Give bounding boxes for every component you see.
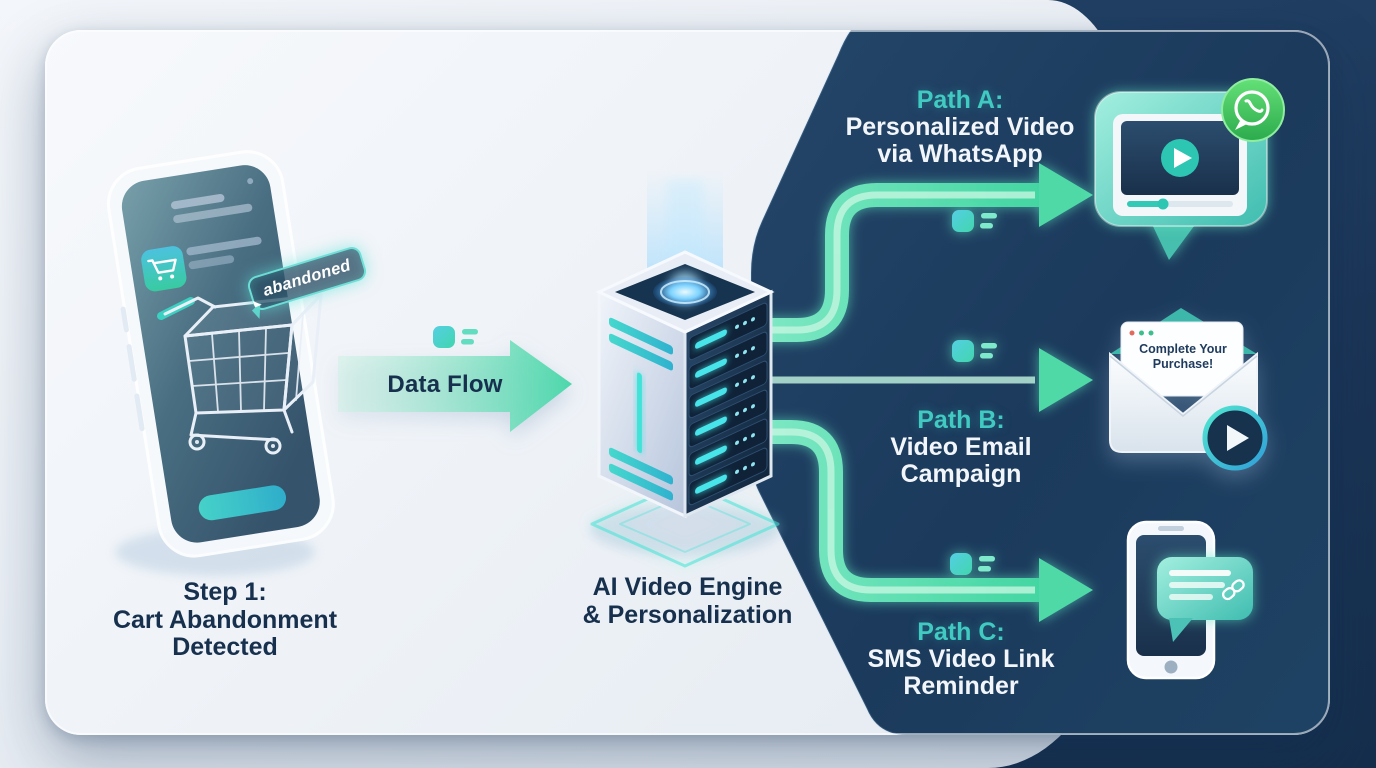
engine-line1: AI Video Engine — [592, 573, 783, 601]
sms-phone-icon — [1126, 520, 1253, 680]
phone-cart-icon — [106, 150, 335, 558]
path-a-label: Path A: Personalized Video via WhatsApp — [830, 87, 1090, 168]
whatsapp-video-icon — [1094, 78, 1285, 260]
play-button-icon — [1202, 405, 1268, 471]
cursor-icon — [248, 300, 262, 314]
path-c-line1: SMS Video Link — [867, 645, 1055, 673]
path-c-label: Path C: SMS Video Link Reminder — [831, 619, 1091, 700]
engine-line2: & Personalization — [582, 600, 793, 629]
step1-line3: Detected — [172, 633, 278, 661]
path-a-line1: Personalized Video — [845, 113, 1075, 141]
data-packet-icon — [952, 340, 997, 362]
diagram-card: Step 1: Cart Abandonment Detected abando… — [45, 30, 1330, 735]
email-note: Complete Your Purchase! — [1123, 342, 1243, 371]
path-b-line2: Campaign — [900, 460, 1022, 488]
data-flow-arrow — [338, 340, 572, 432]
whatsapp-logo-icon — [1221, 78, 1285, 142]
step1-line2: Cart Abandonment — [112, 605, 338, 634]
cart-app-tile-icon — [141, 246, 187, 292]
path-b-arrowhead — [1039, 348, 1093, 412]
path-c-title: Path C: — [917, 618, 1005, 646]
chat-bubble-icon — [1157, 557, 1253, 642]
path-c-line2: Reminder — [903, 672, 1019, 700]
engine-label: AI Video Engine & Personalization — [525, 573, 850, 629]
link-icon — [1221, 579, 1245, 601]
path-b-title: Path B: — [917, 406, 1005, 434]
data-packet-icon — [952, 210, 997, 232]
path-b-line1: Video Email — [890, 433, 1032, 461]
video-email-icon — [1109, 308, 1268, 471]
path-a-title: Path A: — [916, 86, 1004, 114]
screen-pill-button — [198, 485, 287, 521]
ai-server-icon — [590, 170, 780, 568]
camera-dot-icon — [247, 178, 254, 185]
path-c-arrowhead — [1039, 558, 1093, 622]
path-a-arrowhead — [1039, 163, 1093, 227]
data-flow-label: Data Flow — [387, 371, 503, 398]
path-a-line2: via WhatsApp — [877, 140, 1043, 168]
email-note-line1: Complete Your — [1139, 342, 1227, 356]
server-slats — [688, 302, 768, 506]
home-button-icon — [1164, 660, 1178, 674]
email-letter — [1120, 321, 1244, 397]
diagram-artwork — [106, 30, 1330, 735]
step1-label: Step 1: Cart Abandonment Detected — [75, 578, 375, 662]
email-note-line2: Purchase! — [1152, 356, 1214, 371]
step1-line1: Step 1: — [183, 578, 267, 606]
data-packet-icon — [950, 553, 995, 575]
data-packet-icon — [433, 326, 478, 348]
path-b-label: Path B: Video Email Campaign — [831, 407, 1091, 488]
server-glow-base — [590, 480, 780, 568]
